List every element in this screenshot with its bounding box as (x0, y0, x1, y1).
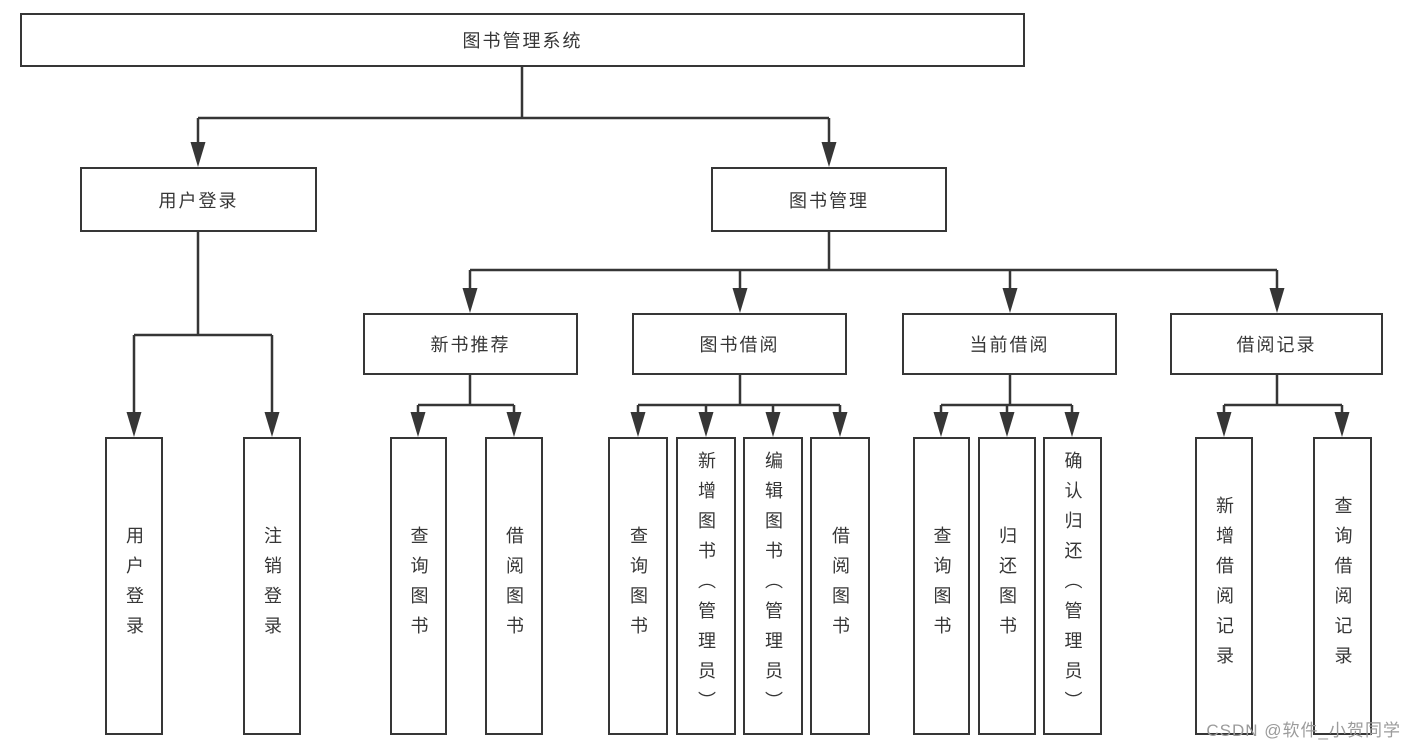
leaf-logout: 注销登录 (243, 437, 301, 735)
leaf-add-borrow-record: 新增借阅记录 (1195, 437, 1253, 735)
leaf-query-borrow-record: 查询借阅记录 (1313, 437, 1372, 735)
leaf-add-borrow-record-label: 新增借阅记录 (1214, 496, 1234, 676)
node-new-book-recommend: 新书推荐 (363, 313, 578, 375)
leaf-return-book: 归还图书 (978, 437, 1036, 735)
leaf-borrow-book-label: 借阅图书 (830, 526, 850, 646)
leaf-edit-book-admin: 编辑图书（管理员） (743, 437, 803, 735)
csdn-watermark: CSDN @软件_小贺同学 (1206, 721, 1401, 740)
leaf-borrow-query-book: 查询图书 (608, 437, 668, 735)
leaf-edit-book-admin-label: 编辑图书（管理员） (763, 451, 783, 721)
node-library-management-system: 图书管理系统 (20, 13, 1025, 67)
node-book-borrow: 图书借阅 (632, 313, 847, 375)
node-user-login: 用户登录 (80, 167, 317, 232)
leaf-recommend-query-book: 查询图书 (390, 437, 447, 735)
leaf-confirm-return-admin: 确认归还（管理员） (1043, 437, 1102, 735)
leaf-return-book-label: 归还图书 (997, 526, 1017, 646)
leaf-borrow-book: 借阅图书 (810, 437, 870, 735)
leaf-current-query-book-label: 查询图书 (931, 526, 952, 646)
leaf-recommend-query-book-label: 查询图书 (408, 526, 429, 646)
node-current-borrow: 当前借阅 (902, 313, 1117, 375)
node-borrow-record: 借阅记录 (1170, 313, 1383, 375)
leaf-recommend-borrow-book-label: 借阅图书 (504, 526, 524, 646)
leaf-add-book-admin-label: 新增图书（管理员） (696, 451, 716, 721)
leaf-query-borrow-record-label: 查询借阅记录 (1332, 496, 1353, 676)
leaf-recommend-borrow-book: 借阅图书 (485, 437, 543, 735)
leaf-current-query-book: 查询图书 (913, 437, 970, 735)
leaf-logout-label: 注销登录 (262, 526, 282, 646)
leaf-user-login: 用户登录 (105, 437, 163, 735)
node-book-management: 图书管理 (711, 167, 947, 232)
leaf-user-login-label: 用户登录 (124, 526, 144, 646)
leaf-confirm-return-admin-label: 确认归还（管理员） (1062, 451, 1083, 721)
leaf-add-book-admin: 新增图书（管理员） (676, 437, 736, 735)
leaf-borrow-query-book-label: 查询图书 (628, 526, 648, 646)
